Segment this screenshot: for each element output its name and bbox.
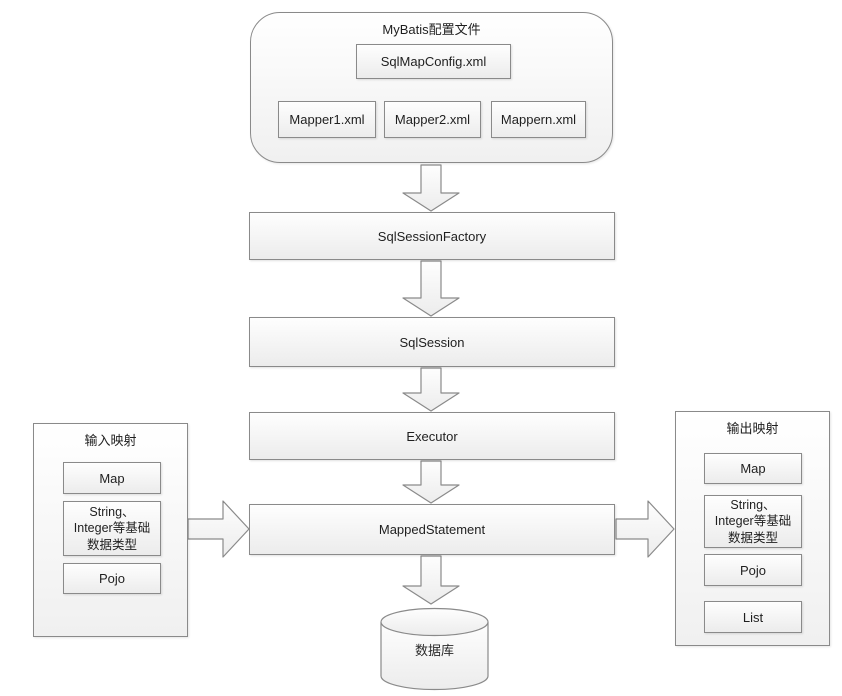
database-label: 数据库	[414, 643, 454, 658]
output-item-pojo: Pojo	[704, 554, 802, 586]
mapper1-box: Mapper1.xml	[278, 101, 376, 138]
flow-box-executor: Executor	[249, 412, 615, 460]
arrow-executor-to-mappedstatement	[402, 460, 460, 504]
output-item-basic-types: String、 Integer等基础 数据类型	[704, 495, 802, 548]
mapper2-box: Mapper2.xml	[384, 101, 481, 138]
input-item-map: Map	[63, 462, 161, 494]
arrow-mappedstatement-to-database	[402, 555, 460, 605]
input-mapping-panel: 输入映射 Map String、 Integer等基础 数据类型 Pojo	[33, 423, 188, 637]
arrow-config-to-sqlsessionfactory	[402, 164, 460, 212]
arrow-mappedstatement-to-output	[615, 500, 675, 558]
arrow-sqlsessionfactory-to-sqlsession	[402, 260, 460, 317]
input-panel-title: 输入映射	[84, 433, 137, 448]
flow-box-sqlsessionfactory: SqlSessionFactory	[249, 212, 615, 260]
output-mapping-panel: 输出映射 Map String、 Integer等基础 数据类型 Pojo Li…	[675, 411, 830, 646]
config-group-title: MyBatis配置文件	[382, 22, 481, 37]
output-item-map: Map	[704, 453, 802, 484]
flow-box-sqlsession: SqlSession	[249, 317, 615, 367]
sqlmapconfig-box: SqlMapConfig.xml	[356, 44, 511, 79]
output-panel-title: 输出映射	[726, 421, 779, 436]
arrow-input-to-mappedstatement	[187, 500, 250, 558]
mappern-box: Mappern.xml	[491, 101, 586, 138]
arrow-sqlsession-to-executor	[402, 367, 460, 412]
input-item-basic-types: String、 Integer等基础 数据类型	[63, 501, 161, 556]
mybatis-config-group: MyBatis配置文件 SqlMapConfig.xml Mapper1.xml…	[250, 12, 613, 163]
database-cylinder-top	[380, 607, 489, 637]
flow-box-mappedstatement: MappedStatement	[249, 504, 615, 555]
input-item-pojo: Pojo	[63, 563, 161, 594]
output-item-list: List	[704, 601, 802, 633]
